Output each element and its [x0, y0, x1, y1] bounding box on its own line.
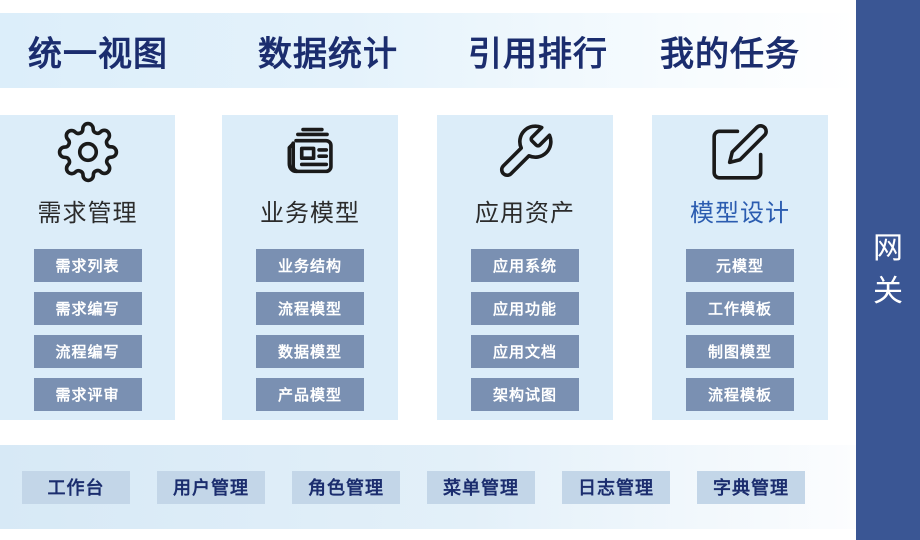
menu-button[interactable]: 角色管理	[292, 470, 400, 504]
card-button[interactable]: 工作模板	[686, 292, 794, 325]
card-button[interactable]: 流程模型	[256, 292, 364, 325]
card-title: 需求管理	[37, 199, 138, 227]
card-model-design: 模型设计 元模型工作模板制图模型流程模板	[652, 115, 828, 420]
card-button[interactable]: 需求编写	[33, 292, 142, 325]
gateway-label: 网关	[873, 230, 903, 310]
card-button[interactable]: 数据模型	[256, 335, 364, 368]
card-button[interactable]: 架构试图	[471, 378, 579, 411]
tab-data-statistics[interactable]: 数据统计	[258, 34, 398, 74]
card-button-list: 应用系统应用功能应用文档架构试图	[471, 249, 579, 411]
card-button[interactable]: 应用系统	[471, 249, 579, 282]
wrench-icon	[494, 121, 556, 183]
card-requirement-management: 需求管理 需求列表需求编写流程编写需求评审	[0, 115, 175, 420]
card-button[interactable]: 应用文档	[471, 335, 579, 368]
menu-button[interactable]: 字典管理	[697, 470, 805, 504]
card-title: 模型设计	[690, 199, 790, 227]
menu-button[interactable]: 工作台	[22, 470, 130, 504]
card-button[interactable]: 流程编写	[33, 335, 142, 368]
tab-my-tasks[interactable]: 我的任务	[660, 34, 800, 74]
tab-citation-rank[interactable]: 引用排行	[468, 34, 608, 74]
gear-icon	[57, 121, 119, 183]
card-button[interactable]: 应用功能	[471, 292, 579, 325]
card-button[interactable]: 流程模板	[686, 378, 794, 411]
gateway-sidebar[interactable]: 网关	[856, 0, 920, 540]
menu-button[interactable]: 菜单管理	[427, 470, 535, 504]
menu-button[interactable]: 用户管理	[157, 470, 265, 504]
card-title: 应用资产	[475, 199, 575, 227]
card-button[interactable]: 需求列表	[33, 249, 142, 282]
tab-unified-view[interactable]: 统一视图	[28, 34, 168, 74]
header-tabs-bar: 统一视图 数据统计 引用排行 我的任务	[0, 13, 856, 88]
newspaper-icon	[279, 121, 341, 183]
card-button[interactable]: 需求评审	[33, 378, 142, 411]
card-business-model: 业务模型 业务结构流程模型数据模型产品模型	[222, 115, 398, 420]
card-button-list: 业务结构流程模型数据模型产品模型	[256, 249, 364, 411]
card-button-list: 元模型工作模板制图模型流程模板	[686, 249, 794, 411]
edit-icon	[709, 121, 771, 183]
card-button[interactable]: 元模型	[686, 249, 794, 282]
card-button[interactable]: 产品模型	[256, 378, 364, 411]
card-button[interactable]: 制图模型	[686, 335, 794, 368]
menu-button[interactable]: 日志管理	[562, 470, 670, 504]
card-button[interactable]: 业务结构	[256, 249, 364, 282]
card-button-list: 需求列表需求编写流程编写需求评审	[33, 249, 142, 411]
card-application-assets: 应用资产 应用系统应用功能应用文档架构试图	[437, 115, 613, 420]
bottom-menu-bar: 工作台用户管理角色管理菜单管理日志管理字典管理	[0, 445, 856, 529]
card-title: 业务模型	[260, 199, 360, 227]
